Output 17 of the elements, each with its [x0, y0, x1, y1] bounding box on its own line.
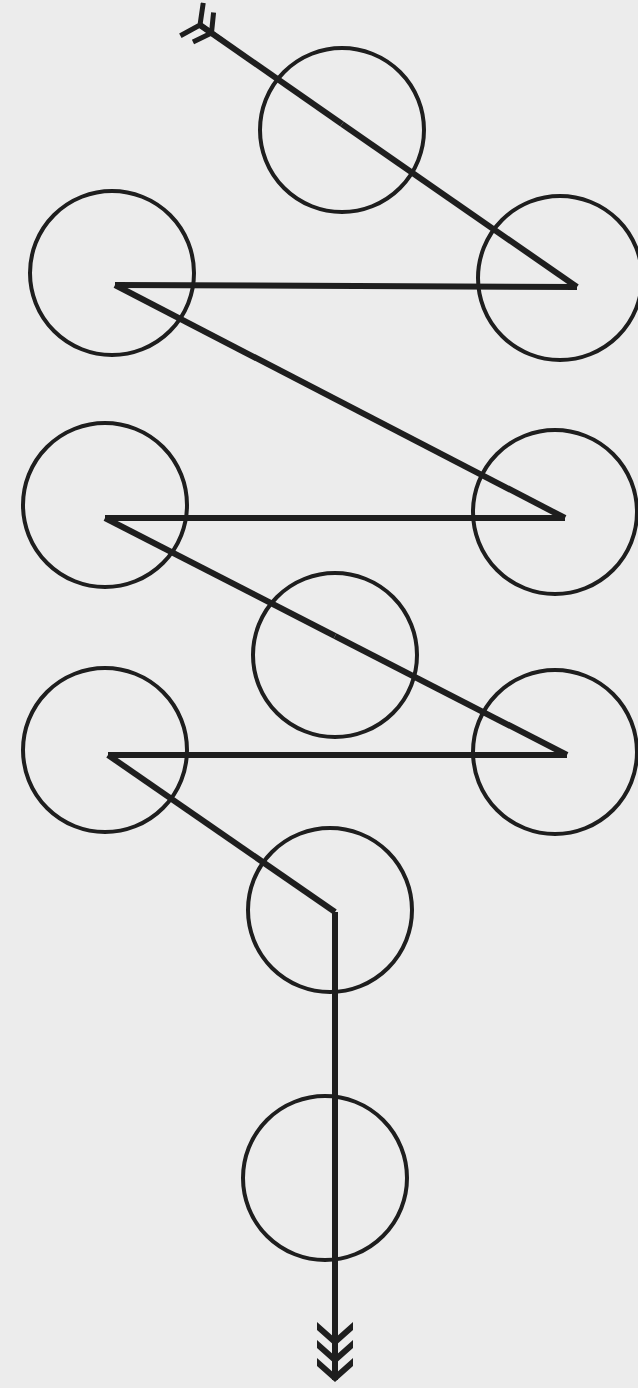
connector-line — [108, 752, 567, 758]
connector-line — [103, 515, 337, 639]
circle-node — [471, 668, 638, 836]
circle-node — [246, 826, 414, 994]
circle-node — [471, 428, 638, 596]
fletched-line — [177, 0, 344, 127]
circle-node — [251, 571, 419, 739]
circle-node — [476, 194, 638, 362]
connector-line — [105, 515, 565, 521]
circle-node — [21, 666, 189, 834]
circle-node — [241, 1094, 409, 1262]
connector-line — [115, 282, 577, 290]
circle-node — [28, 189, 196, 357]
circle-node — [258, 46, 426, 214]
circle-node — [21, 421, 189, 589]
connector-line — [106, 752, 337, 915]
connector-line — [332, 912, 338, 1178]
